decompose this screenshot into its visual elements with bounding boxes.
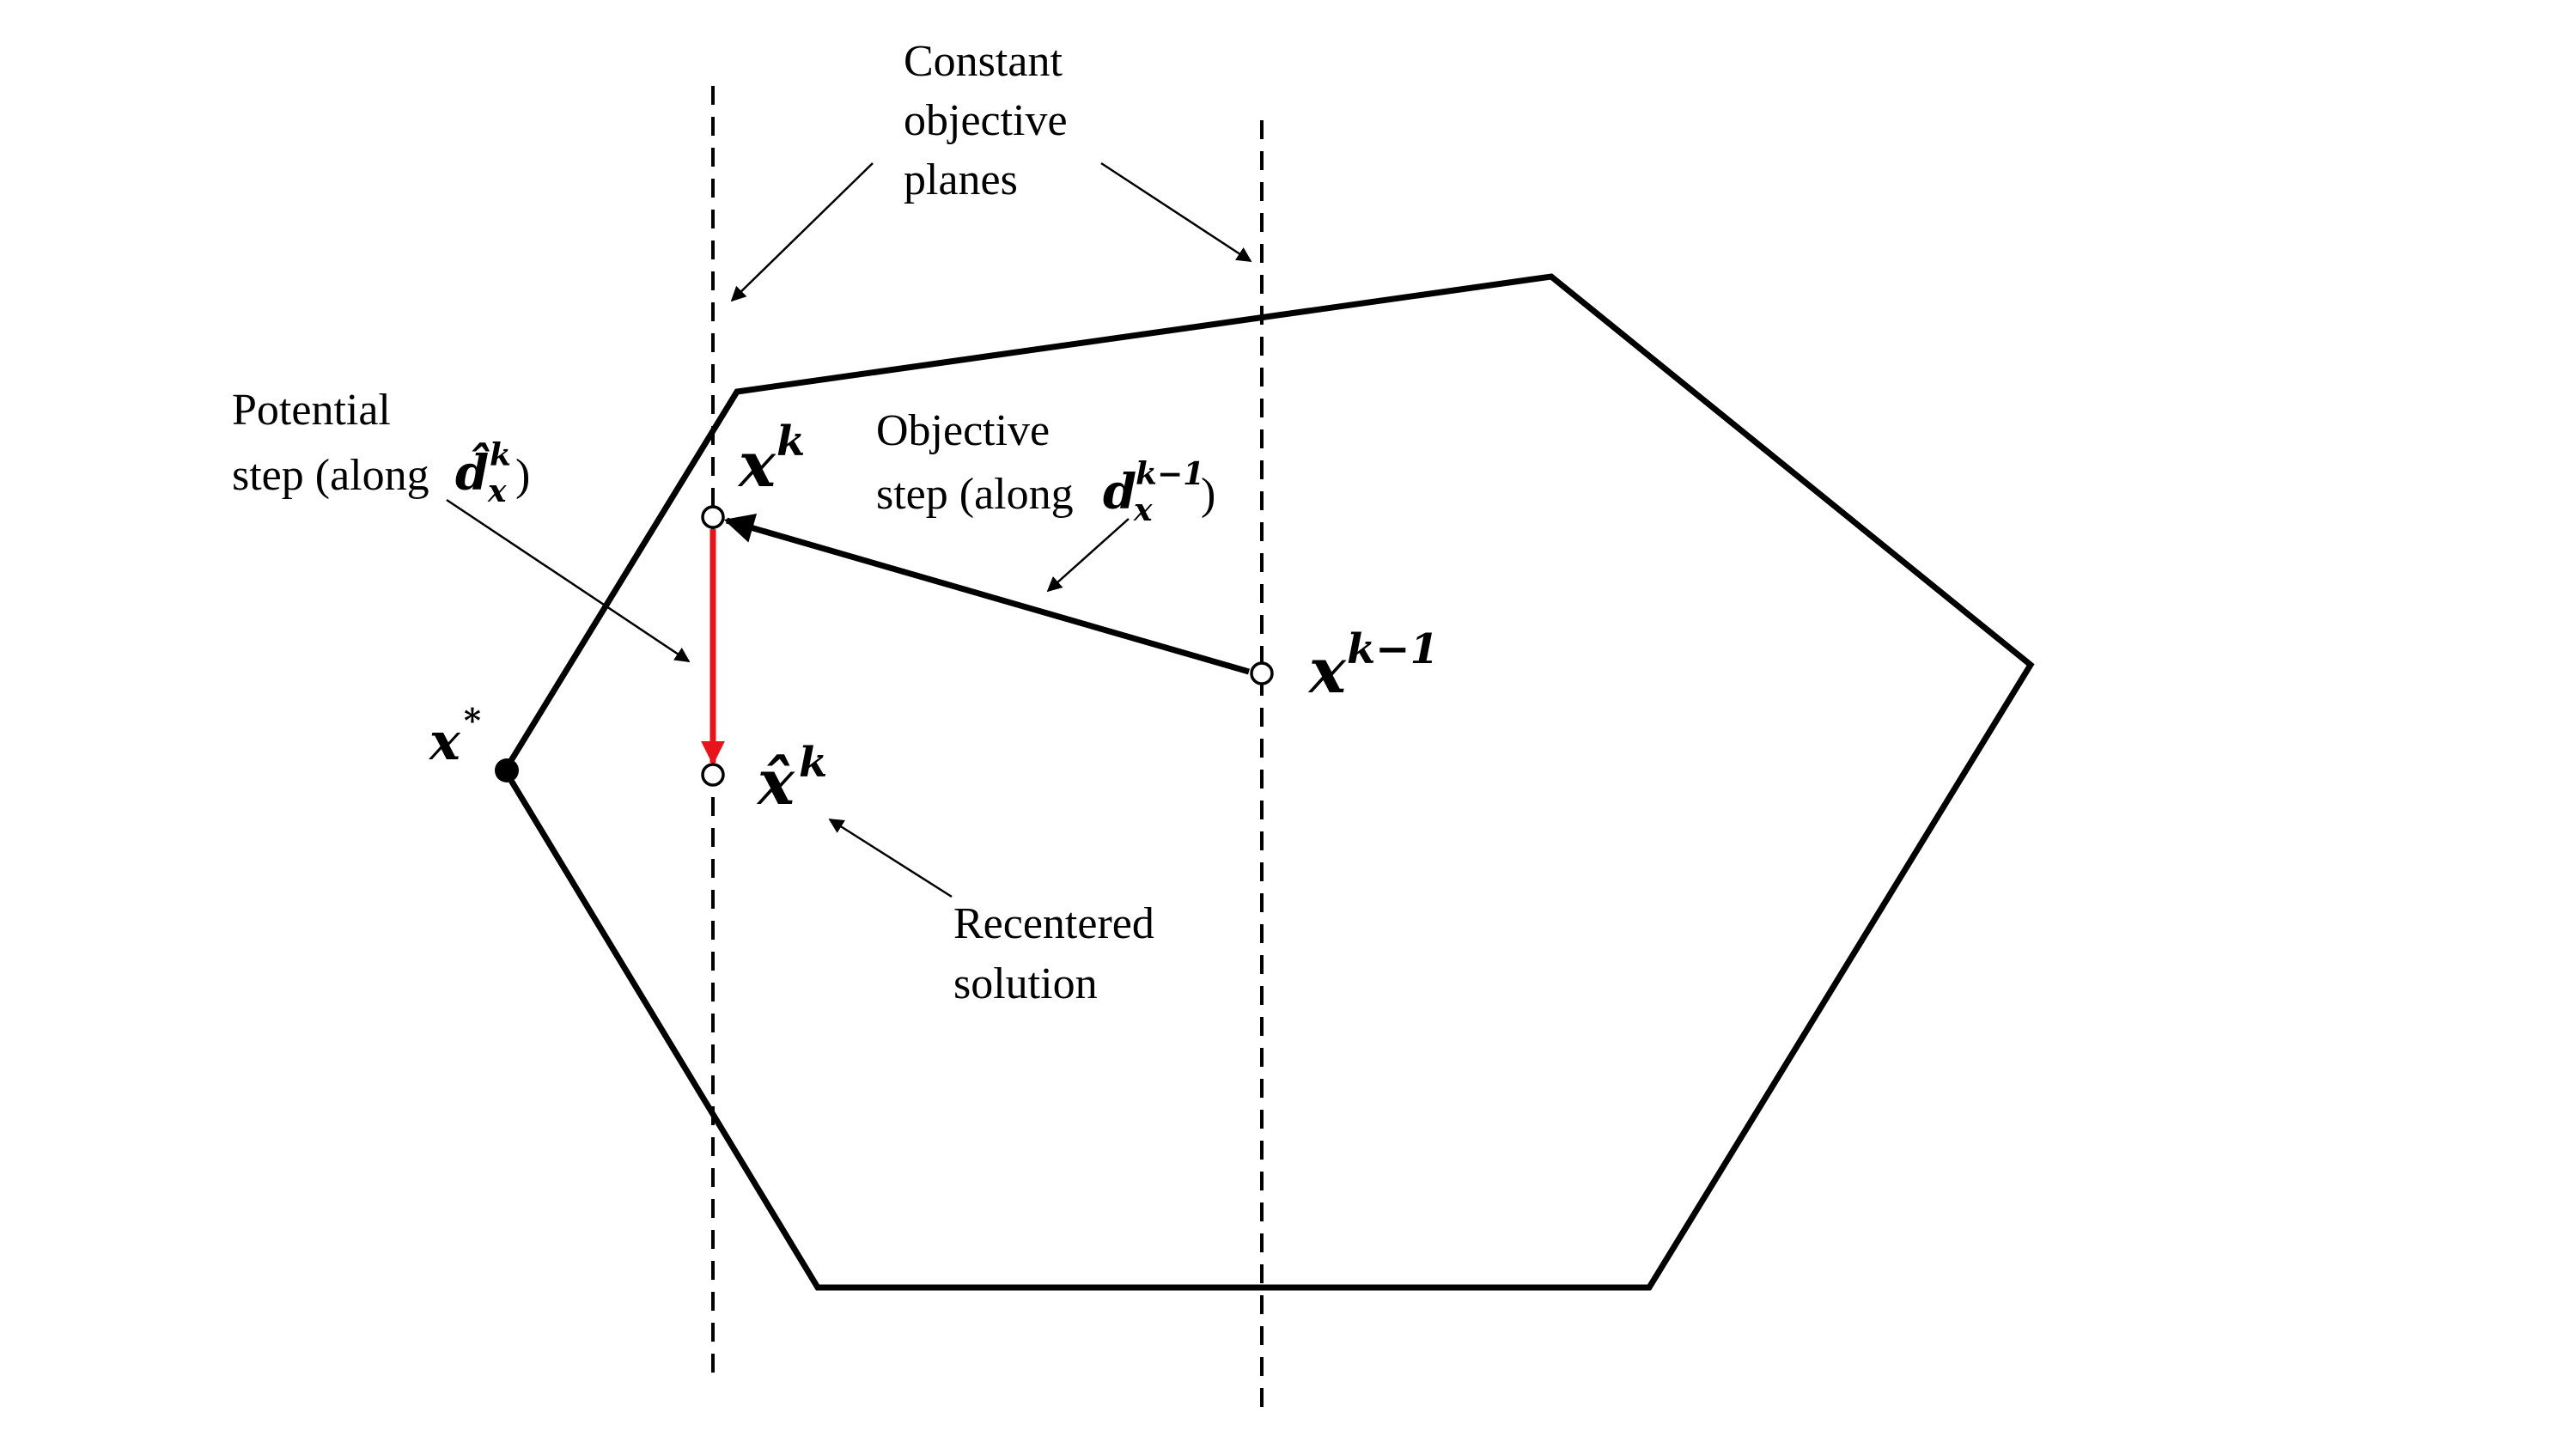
point-x-star (495, 758, 519, 782)
feasible-polygon (501, 273, 2035, 1291)
planes-pointer-left (730, 162, 874, 302)
point-x-k-minus-1 (1250, 661, 1274, 685)
planes-pointer-right (1100, 161, 1252, 263)
potential-step-sup: k (490, 437, 511, 473)
label-x-k-minus-1-base: x (1307, 634, 1347, 707)
potential-step-pointer (446, 498, 691, 663)
potential-step-line2: step (along (232, 451, 429, 500)
label-x-hat-k-sup: k (799, 739, 827, 787)
label-x-star-sup: * (464, 701, 481, 740)
label-x-star-base: x (428, 712, 461, 772)
objective-step-suffix: ) (1201, 470, 1215, 519)
point-x-hat-k (701, 763, 725, 787)
objective-step-line2: step (along (876, 470, 1074, 519)
constant-planes-line2: objective (904, 96, 1068, 145)
objective-step-sub: x (1133, 492, 1153, 528)
recentered-line2: solution (953, 959, 1098, 1008)
potential-step-symbol: d̂ (455, 441, 490, 502)
label-x-k-minus-1-sup: k−1 (1347, 625, 1439, 673)
point-x-k (701, 505, 725, 529)
potential-step-sub: x (487, 473, 507, 509)
potential-step-suffix: ) (515, 451, 530, 500)
objective-step-symbol: d (1103, 464, 1136, 521)
label-x-k-base: x (737, 428, 776, 501)
label-x-k-sup: k (776, 417, 805, 466)
constant-planes-line1: Constant (904, 37, 1063, 86)
objective-step-line1: Objective (876, 406, 1050, 455)
label-x-hat-k-base: x̂ (756, 746, 795, 819)
potential-step-line1: Potential (232, 386, 391, 435)
objective-step-sup: k−1 (1136, 456, 1204, 492)
recentered-line1: Recentered (953, 899, 1154, 948)
recentered-pointer (828, 818, 953, 898)
objective-step-pointer (1046, 518, 1130, 593)
objective-step-arrow (723, 513, 1250, 675)
constant-planes-line3: planes (904, 155, 1018, 204)
